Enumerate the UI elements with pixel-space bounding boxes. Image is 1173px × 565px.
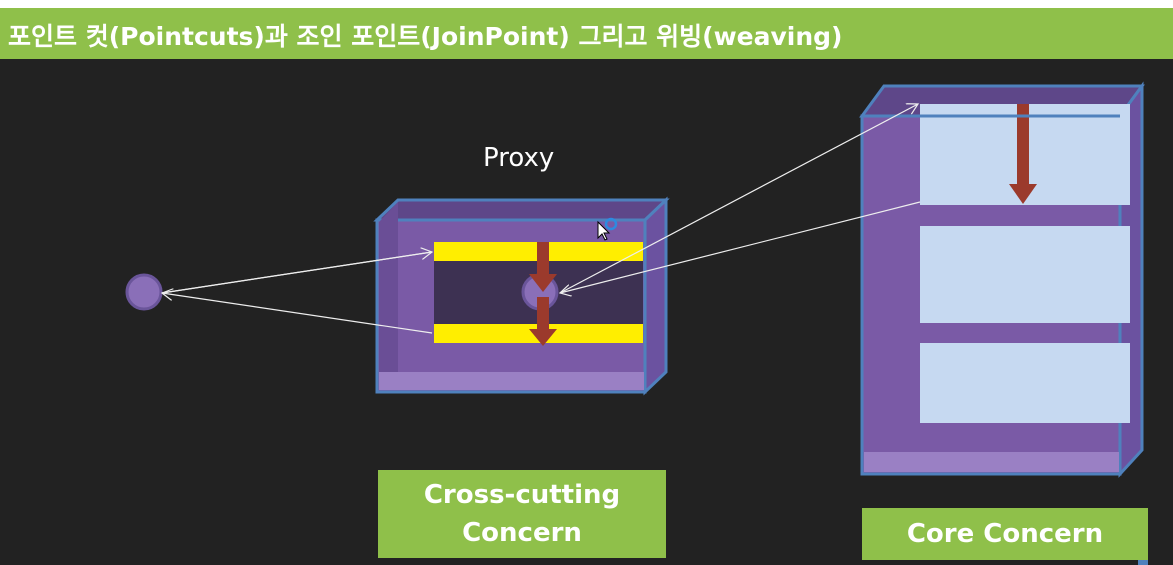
cross-cutting-concern-label: Cross-cutting Concern (378, 470, 666, 558)
proxy-label: Proxy (483, 143, 555, 173)
title-bar: 포인트 컷(Pointcuts)과 조인 포인트(JoinPoint) 그리고 … (0, 8, 1173, 59)
mouse-cursor-icon (597, 217, 618, 241)
core-panel (920, 226, 1130, 323)
label-line: Cross-cutting (423, 480, 621, 510)
proxy-box (373, 196, 670, 396)
slide-title: 포인트 컷(Pointcuts)과 조인 포인트(JoinPoint) 그리고 … (8, 22, 843, 51)
client-circle (125, 273, 163, 311)
down-arrow-icon (1009, 104, 1037, 204)
top-strip (0, 0, 1173, 8)
label-line: Concern (462, 518, 582, 548)
core-concern-label: Core Concern (862, 508, 1148, 560)
down-arrow-icon (529, 242, 557, 346)
connector-arrows (162, 104, 921, 334)
core-panel (920, 343, 1130, 423)
core-box (859, 81, 1145, 478)
